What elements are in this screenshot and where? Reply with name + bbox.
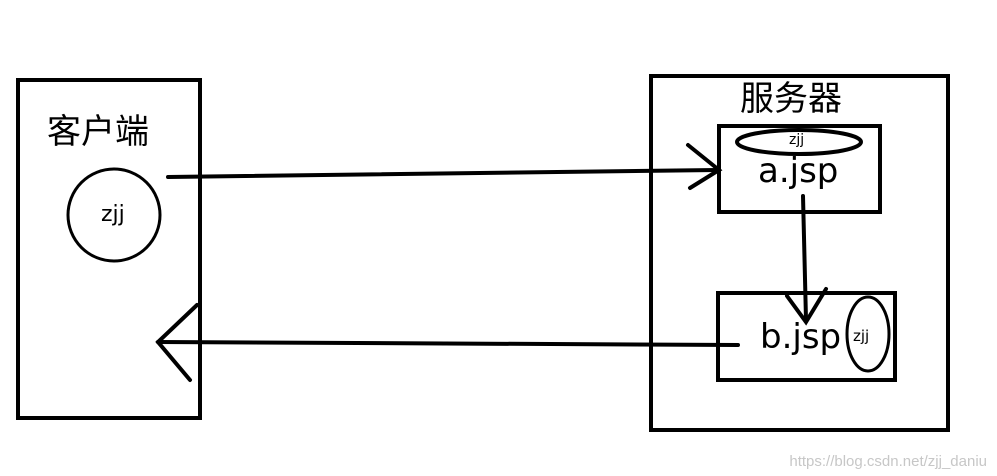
client-box	[16, 78, 202, 420]
server-label: 服务器	[740, 79, 842, 119]
a-jsp-label: a.jsp	[758, 151, 839, 191]
client-session-label: zjj	[101, 202, 125, 227]
server-box	[649, 74, 950, 432]
b-jsp-label: b.jsp	[760, 317, 842, 357]
a-jsp-tag-label: zjj	[789, 132, 805, 148]
request-arrow	[166, 143, 723, 190]
response-arrow	[155, 303, 740, 382]
client-session-circle	[66, 167, 162, 263]
b-jsp-tag-ellipse	[845, 295, 891, 373]
forward-arrow	[785, 194, 828, 326]
b-jsp-tag-label: zjj	[853, 327, 870, 345]
watermark: https://blog.csdn.net/zjj_daniu	[789, 453, 987, 470]
a-jsp-tag-ellipse	[735, 128, 863, 156]
client-label: 客户端	[47, 112, 149, 152]
